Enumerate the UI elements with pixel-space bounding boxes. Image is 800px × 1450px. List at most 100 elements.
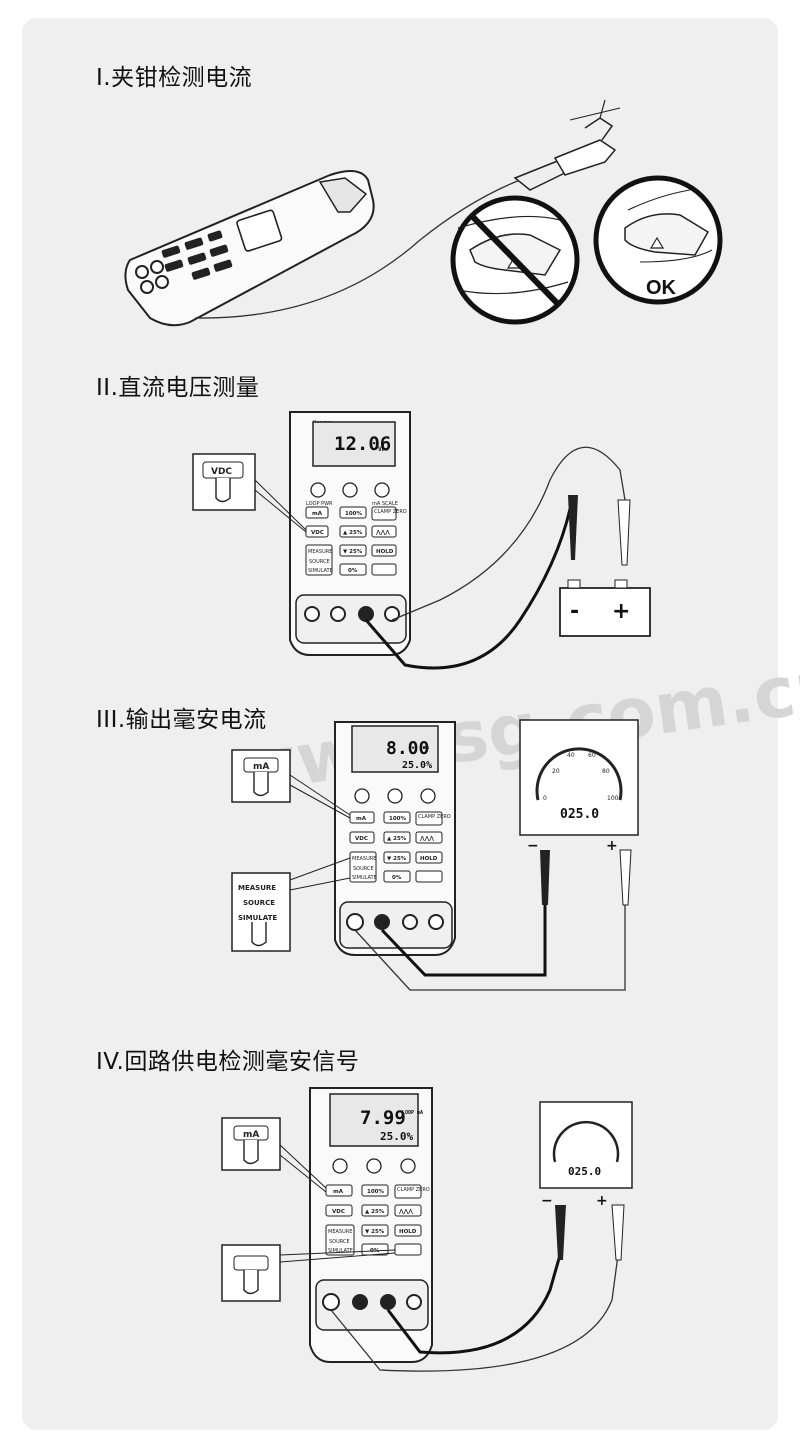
wave-key[interactable] — [415, 831, 443, 844]
clamp-cable — [194, 179, 521, 319]
down25-key[interactable] — [339, 544, 367, 557]
svg-text:+: + — [596, 1193, 608, 1209]
vdc-key[interactable] — [325, 1204, 353, 1217]
analog-ma-meter: 025.0 − + — [539, 1101, 633, 1209]
pct100-key[interactable] — [361, 1184, 389, 1197]
svg-text:▼ 25%: ▼ 25% — [387, 856, 407, 862]
blank-key-callout — [221, 1244, 396, 1302]
hold-key[interactable] — [371, 544, 397, 557]
svg-text:CLAMP ZERO: CLAMP ZERO — [418, 814, 451, 820]
svg-text:SOURCE: SOURCE — [353, 866, 374, 872]
power-icon[interactable] — [310, 482, 326, 498]
up25-key[interactable] — [361, 1204, 389, 1217]
svg-text:MEASURE: MEASURE — [308, 549, 332, 555]
section-1-illustration: OK — [124, 99, 723, 327]
backlight-icon[interactable] — [374, 482, 390, 498]
svg-text:60: 60 — [588, 752, 596, 759]
svg-text:+: + — [606, 838, 618, 854]
black-probe — [540, 850, 550, 905]
meter-reading: 025.0 — [560, 807, 599, 822]
down25-key[interactable] — [383, 851, 411, 864]
black-test-lead — [364, 499, 574, 670]
lcd-screen — [329, 1093, 419, 1147]
svg-text:⋀⋀⋀: ⋀⋀⋀ — [376, 530, 390, 536]
pct0-key[interactable] — [339, 563, 367, 576]
svg-text:SOURCE: SOURCE — [329, 1239, 350, 1245]
clamp-zero-key[interactable] — [371, 506, 397, 521]
black-test-lead — [380, 870, 547, 977]
blank-key[interactable] — [394, 1243, 422, 1256]
analog-ma-meter: 0 20 40 60 80 100 025.0 − + — [519, 719, 639, 854]
clamp-meter-handheld — [124, 170, 375, 327]
blank-key[interactable] — [415, 870, 443, 883]
svg-text:20: 20 — [552, 768, 560, 775]
up25-key[interactable] — [383, 831, 411, 844]
svg-text:▲ 25%: ▲ 25% — [365, 1209, 385, 1215]
svg-text:⋀⋀⋀: ⋀⋀⋀ — [420, 836, 434, 842]
svg-text:MEASURE: MEASURE — [238, 884, 276, 892]
blank-key[interactable] — [371, 563, 397, 576]
red-test-lead — [391, 446, 626, 621]
svg-text:100: 100 — [607, 795, 619, 802]
lcd-reading: 7.99 — [360, 1107, 406, 1129]
hold-key[interactable] — [415, 851, 443, 864]
vdc-key[interactable] — [349, 831, 375, 844]
calibrator-device-2: Beamex 12.06 Vᴅᴄ LOOP PWR mA SCALE mA 10… — [289, 411, 411, 656]
measure-source-callout: MEASURE SOURCE SIMULATE — [231, 857, 351, 952]
red-test-lead — [330, 1254, 619, 1372]
up25-key[interactable] — [339, 525, 367, 538]
svg-text:▼ 25%: ▼ 25% — [343, 549, 363, 555]
svg-text:SIMULATE: SIMULATE — [238, 914, 277, 922]
svg-text:VDC: VDC — [211, 467, 232, 477]
calibrator-device-4: 7.99 LOOP mA 25.0% mA 100% CLAMP ZERO VD… — [309, 1087, 433, 1363]
measure-source-key[interactable] — [349, 851, 377, 883]
svg-text:80: 80 — [602, 768, 610, 775]
lcd-reading: 12.06 — [334, 433, 391, 455]
ma-callout: mA — [221, 1117, 327, 1193]
wave-key[interactable] — [394, 1204, 422, 1217]
pct0-key[interactable] — [383, 870, 411, 883]
ma-key[interactable] — [325, 1184, 353, 1197]
pct100-key[interactable] — [339, 506, 367, 519]
current-clamp-probe — [513, 99, 621, 191]
clamp-zero-key[interactable] — [415, 811, 443, 826]
lcd-percent: 25.0% — [402, 760, 432, 771]
ok-label: OK — [646, 277, 677, 299]
measure-source-key[interactable] — [305, 544, 333, 576]
red-probe — [619, 849, 632, 906]
svg-text:−: − — [527, 838, 539, 854]
svg-text:LOOP mA: LOOP mA — [402, 1110, 423, 1116]
svg-text:100%: 100% — [367, 1189, 384, 1195]
svg-text:mA: mA — [356, 816, 367, 822]
svg-text:SIMULATE: SIMULATE — [308, 568, 333, 574]
svg-text:HOLD: HOLD — [376, 549, 394, 555]
svg-text:0: 0 — [543, 795, 547, 802]
svg-text:−: − — [541, 1193, 553, 1209]
svg-text:VDC: VDC — [332, 1209, 345, 1215]
black-probe — [555, 1205, 566, 1260]
svg-text:⋀⋀⋀: ⋀⋀⋀ — [399, 1209, 413, 1215]
calibrator-device-3: 8.00 mA 25.0% mA 100% CLAMP ZERO VDC ▲ 2… — [334, 721, 456, 956]
svg-text:SOURCE: SOURCE — [243, 899, 275, 907]
svg-text:▼ 25%: ▼ 25% — [365, 1229, 385, 1235]
svg-text:0%: 0% — [348, 568, 358, 574]
red-test-lead — [354, 870, 626, 991]
pct100-key[interactable] — [383, 811, 411, 824]
lcd-unit: Vᴅᴄ — [378, 446, 388, 453]
svg-text:100%: 100% — [389, 816, 406, 822]
battery-negative: - — [570, 599, 579, 624]
black-test-lead — [386, 1254, 562, 1355]
ma-key[interactable] — [305, 506, 329, 519]
section-3-title: III.输出毫安电流 — [96, 707, 267, 733]
black-probe — [568, 495, 578, 560]
measure-source-key[interactable] — [325, 1224, 355, 1256]
light-icon[interactable] — [342, 482, 358, 498]
section-1-title: I.夹钳检测电流 — [96, 65, 253, 91]
svg-text:CLAMP ZERO: CLAMP ZERO — [374, 509, 407, 515]
wave-key[interactable] — [371, 525, 397, 538]
clamp-zero-key[interactable] — [394, 1184, 422, 1199]
svg-text:HOLD: HOLD — [399, 1229, 417, 1235]
hold-key[interactable] — [394, 1224, 422, 1237]
down25-key[interactable] — [361, 1224, 389, 1237]
